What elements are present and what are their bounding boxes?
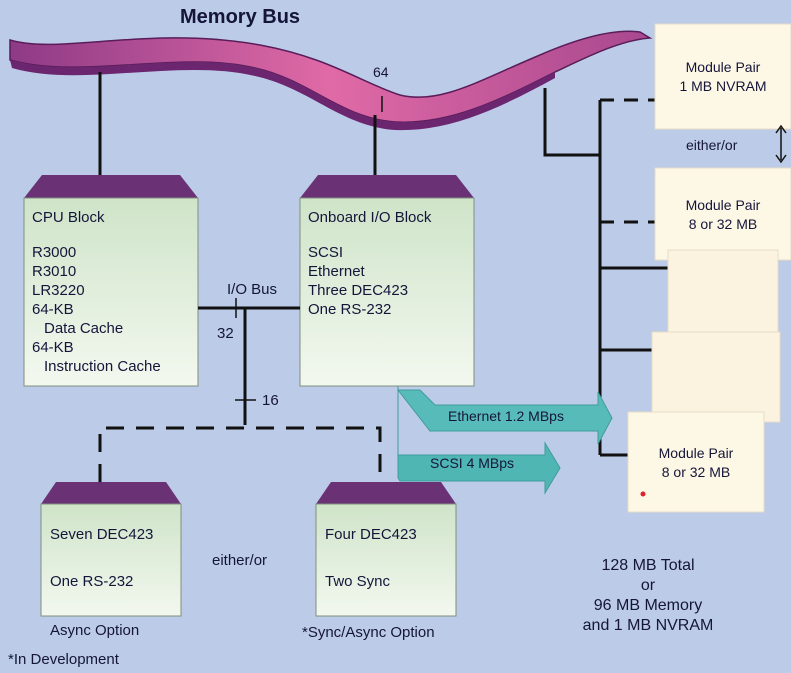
cpu-line: Instruction Cache (32, 357, 161, 376)
cpu-line: 64-KB (32, 338, 161, 357)
sync-option-line1: Four DEC423 (325, 525, 417, 544)
scsi-arrow-label: SCSI 4 MBps (430, 454, 514, 473)
cpu-line: R3010 (32, 262, 161, 281)
footnote: *In Development (8, 650, 119, 669)
totals-line: or (548, 576, 748, 596)
io-line: Ethernet (308, 262, 431, 281)
io-line: Three DEC423 (308, 281, 431, 300)
io-block-heading: Onboard I/O Block (308, 208, 431, 227)
async-option-caption: Async Option (50, 621, 139, 640)
module-pair-top: Module Pair 8 or 32 MB (655, 196, 791, 234)
async-option-box (41, 482, 181, 616)
cpu-line: LR3220 (32, 281, 161, 300)
bus-width-label: 64 (373, 63, 389, 82)
cpu-line: 64-KB (32, 300, 161, 319)
io-line: SCSI (308, 243, 431, 262)
red-dot (641, 492, 646, 497)
async-option-line1: Seven DEC423 (50, 525, 153, 544)
data-arrows (398, 385, 612, 493)
cpu-block-text: CPU Block R3000 R3010 LR3220 64-KB Data … (32, 208, 161, 376)
totals-line: and 1 MB NVRAM (548, 616, 748, 636)
module-pair-bottom: Module Pair 8 or 32 MB (628, 444, 764, 482)
ethernet-arrow-label: Ethernet 1.2 MBps (448, 407, 564, 426)
cpu-line: Data Cache (32, 319, 161, 338)
module-pair-bottom-line2: 8 or 32 MB (628, 463, 764, 482)
totals-line: 96 MB Memory (548, 596, 748, 616)
memory-bus-ribbon (10, 31, 650, 130)
sync-option-line2: Two Sync (325, 572, 390, 591)
module-nvram-line2: 1 MB NVRAM (655, 77, 791, 96)
io-bus-label: I/O Bus (227, 280, 277, 299)
module-pair-top-line2: 8 or 32 MB (655, 215, 791, 234)
io-bus-width-16: 16 (262, 391, 279, 410)
io-block-text: Onboard I/O Block SCSI Ethernet Three DE… (308, 208, 431, 319)
memory-bus-title: Memory Bus (180, 8, 300, 27)
async-option-line2: One RS-232 (50, 572, 133, 591)
io-bus-width-32: 32 (217, 324, 234, 343)
io-line: One RS-232 (308, 300, 431, 319)
totals: 128 MB Total or 96 MB Memory and 1 MB NV… (548, 556, 748, 636)
module-nvram-line1: Module Pair (655, 58, 791, 77)
sync-option-caption: *Sync/Async Option (302, 623, 435, 642)
totals-line: 128 MB Total (548, 556, 748, 576)
sync-option-box (316, 482, 456, 616)
cpu-block-heading: CPU Block (32, 208, 161, 227)
either-or-arrow-icon (776, 126, 786, 162)
options-either-or: either/or (212, 551, 267, 570)
modules-either-or: either/or (686, 136, 737, 155)
module-pair-top-line1: Module Pair (655, 196, 791, 215)
cpu-line: R3000 (32, 243, 161, 262)
module-pair-bottom-line1: Module Pair (628, 444, 764, 463)
module-nvram: Module Pair 1 MB NVRAM (655, 58, 791, 96)
